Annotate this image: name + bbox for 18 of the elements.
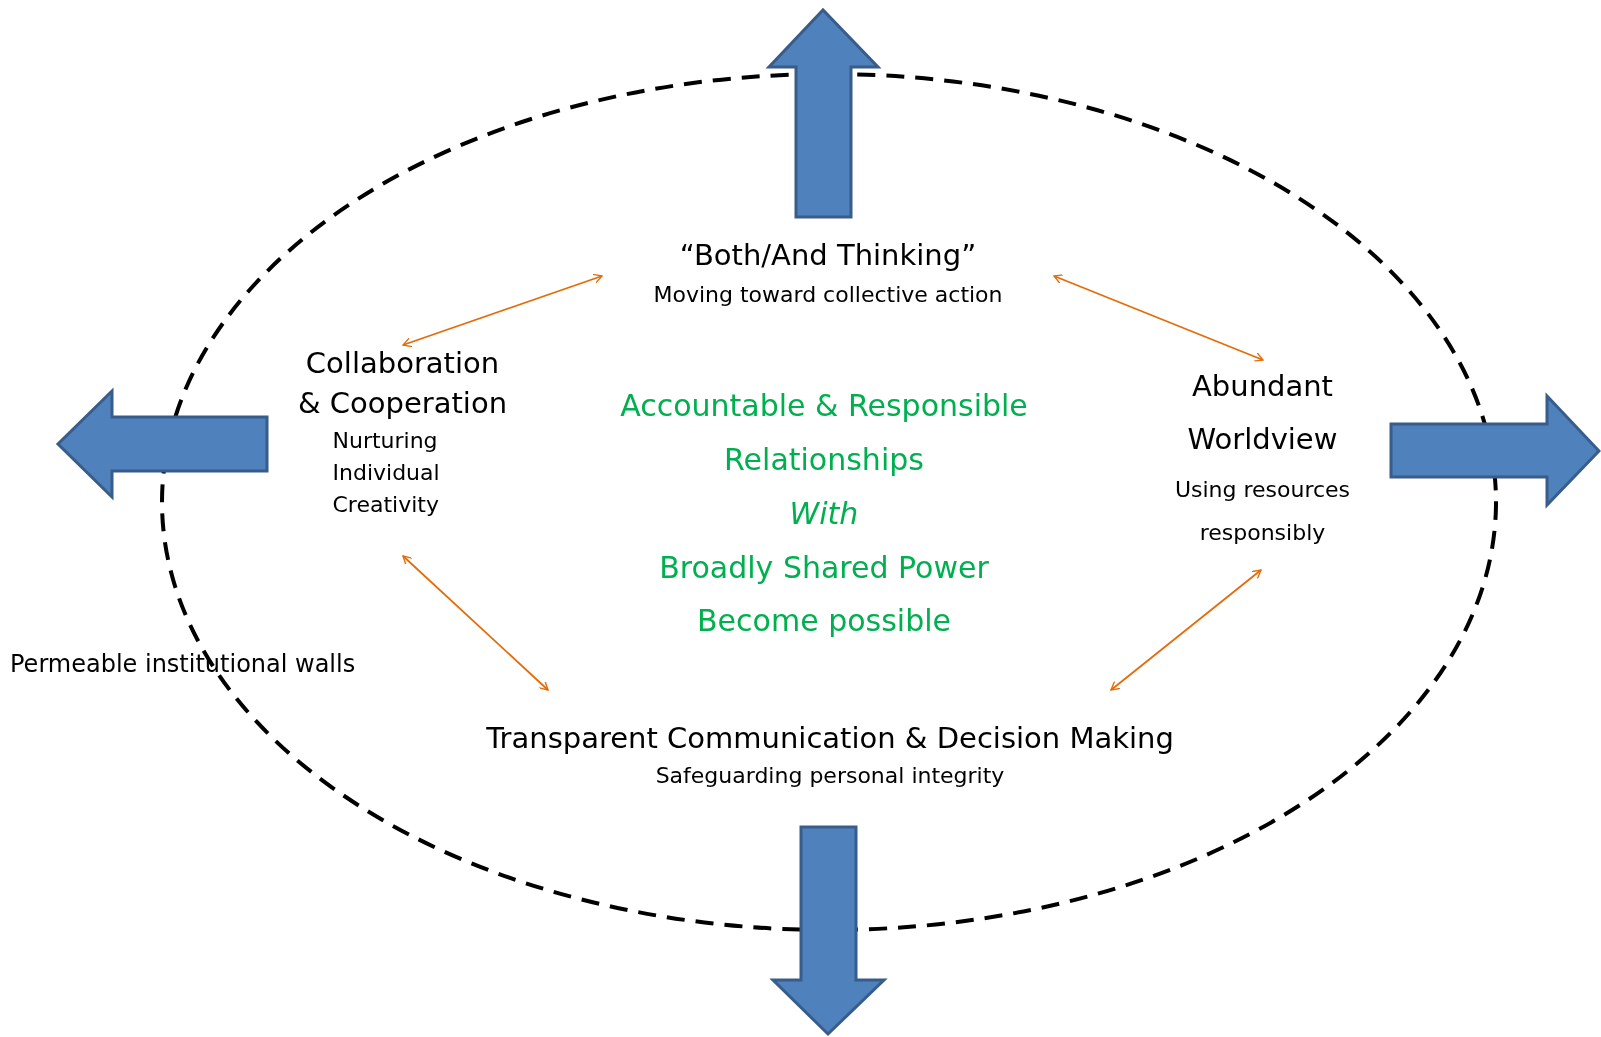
center-statement: Broadly Shared Power: [658, 549, 990, 587]
center-statement: With: [788, 495, 860, 533]
node-subtitle: Nurturing Individual Creativity: [332, 427, 441, 519]
center-statement: Accountable & Responsible: [619, 387, 1029, 425]
node-subtitle: Safeguarding personal integrity: [655, 762, 1005, 790]
node-subtitle: Using resources responsibly: [1173, 476, 1352, 547]
double-headed-arrow: [402, 273, 603, 348]
node-heading: “Both/And Thinking”: [679, 237, 977, 274]
double-headed-arrow: [402, 555, 549, 691]
boundary-label: Permeable institutional walls: [10, 649, 356, 680]
node-heading: Transparent Communication & Decision Making: [486, 720, 1174, 757]
node-heading: Collaboration & Cooperation: [296, 345, 509, 422]
center-statement: Relationships: [723, 441, 925, 479]
double-headed-arrow: [1053, 274, 1264, 362]
double-headed-arrow: [1110, 569, 1262, 691]
center-statement: Become possible: [696, 602, 952, 640]
node-subtitle: Moving toward collective action: [653, 281, 1003, 309]
node-heading: Abundant Worldview: [1186, 368, 1339, 458]
